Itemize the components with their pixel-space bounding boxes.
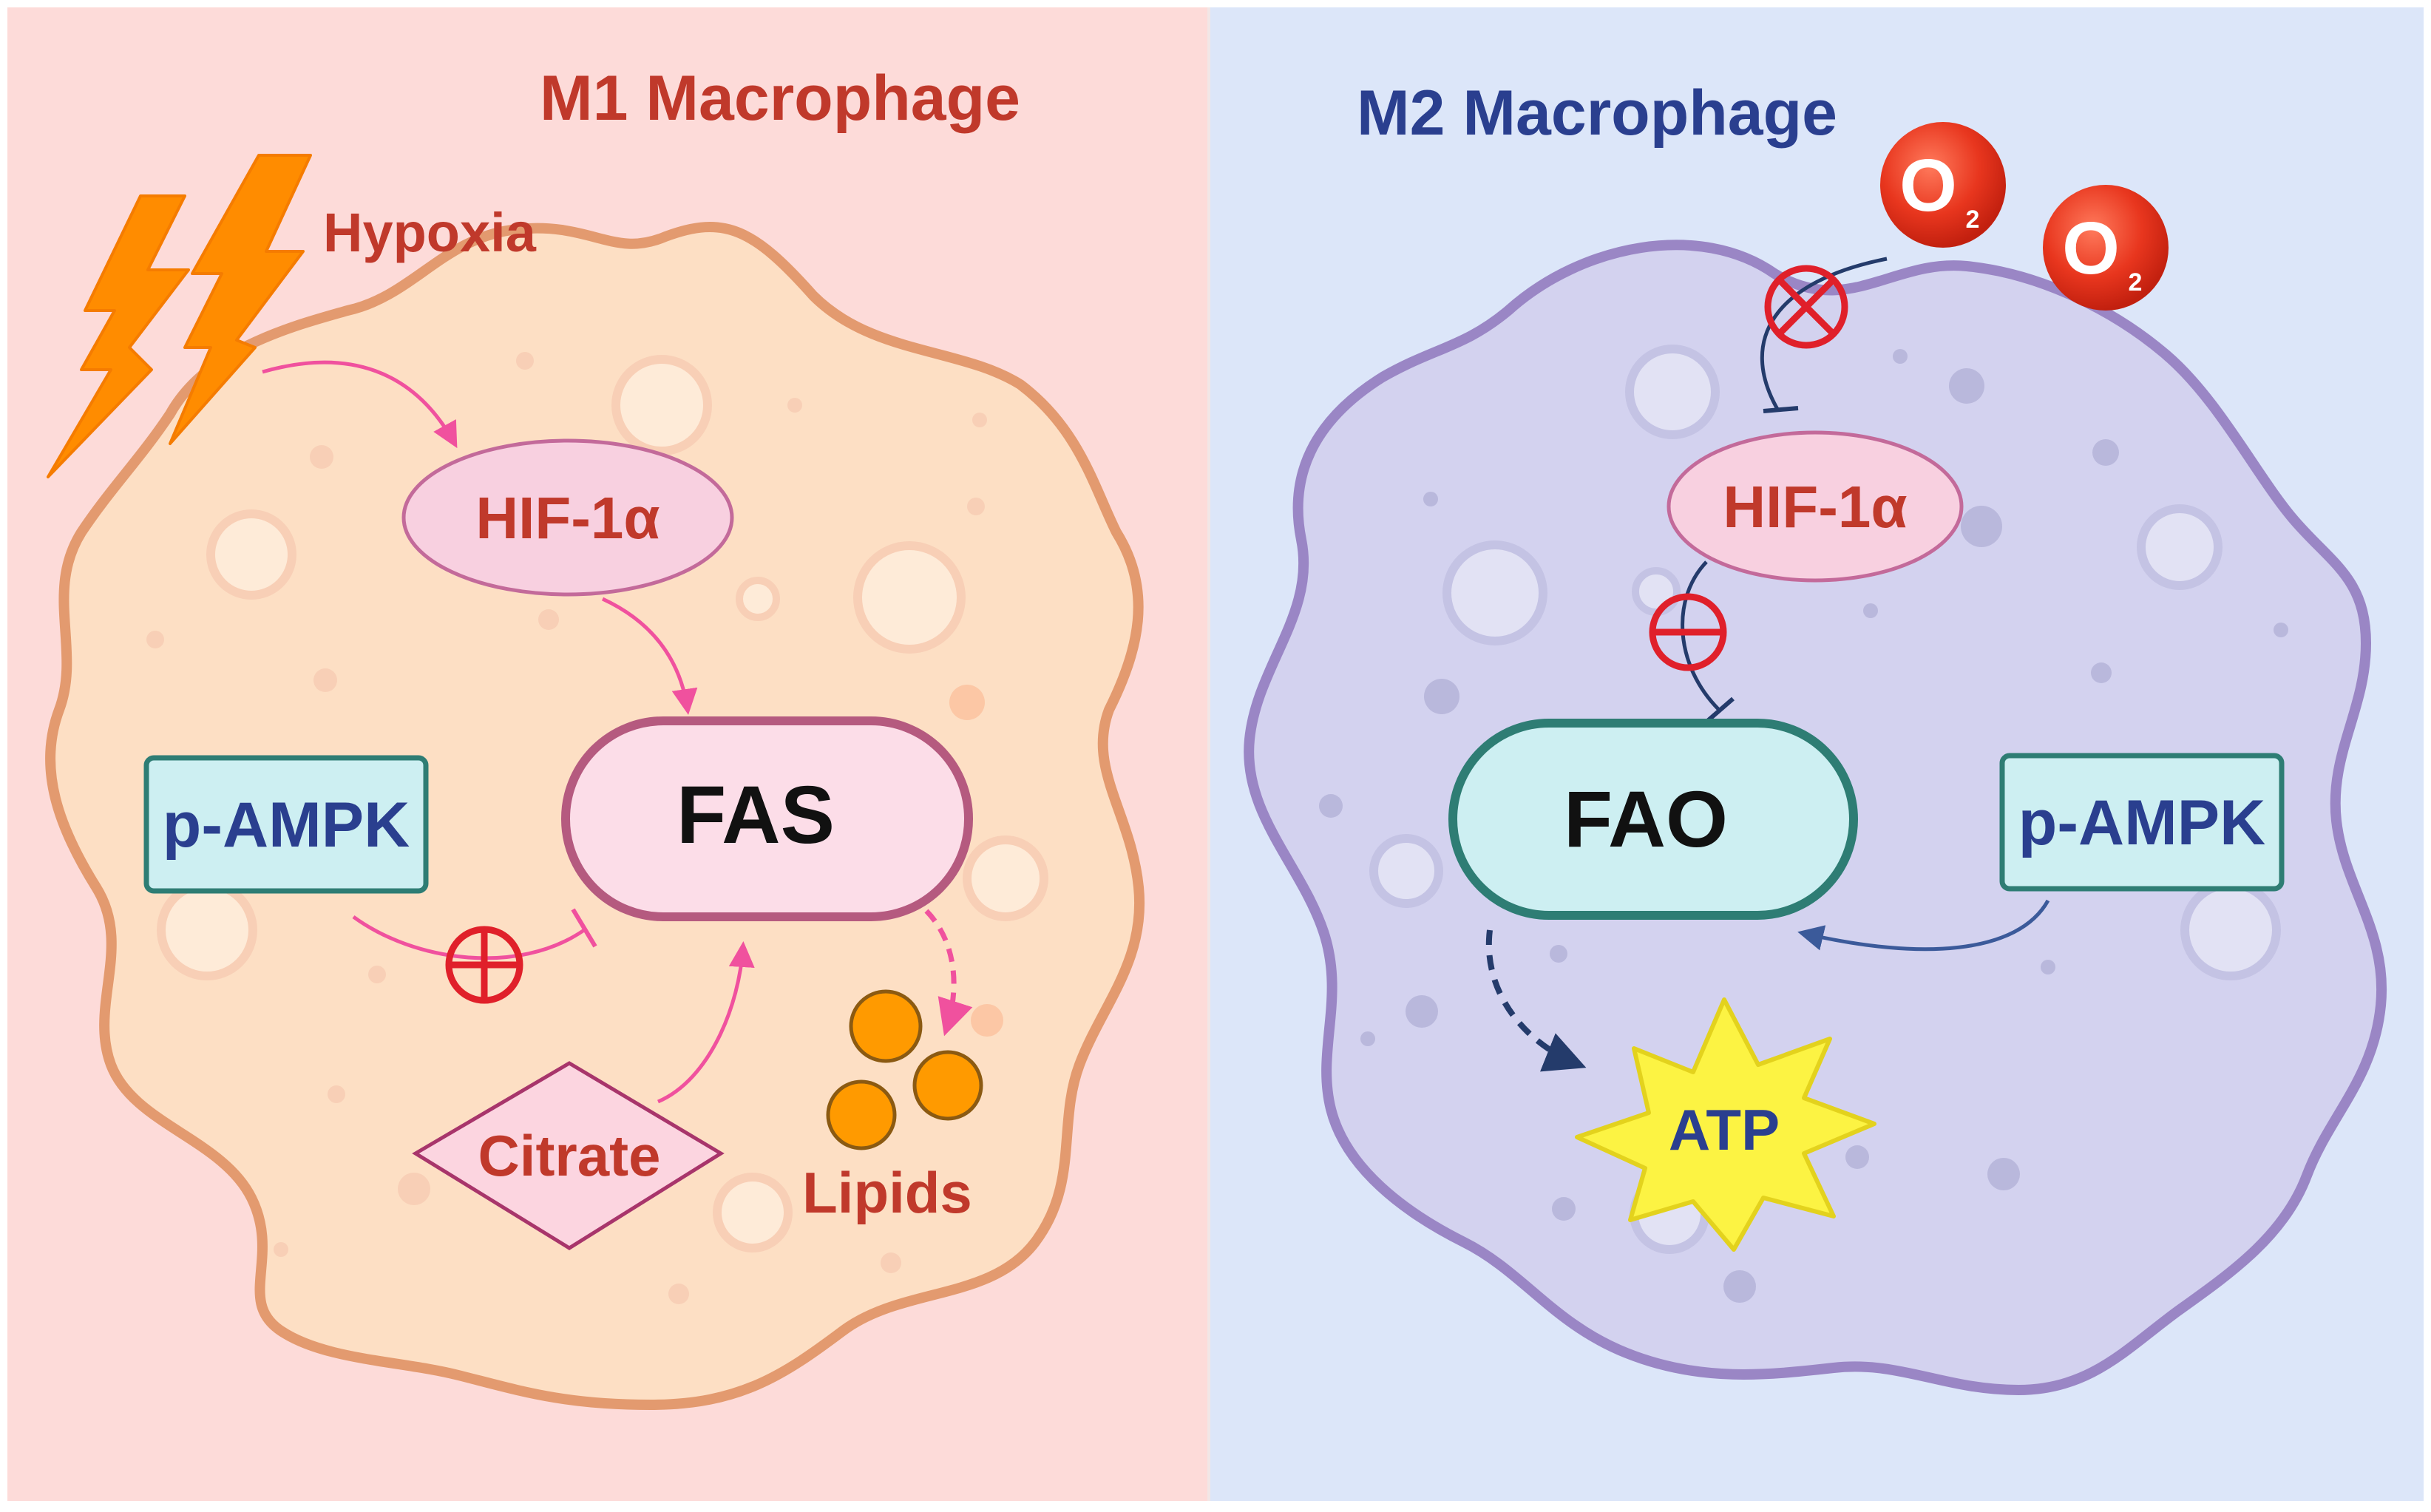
- atp-burst-icon: ATP: [1575, 997, 1876, 1252]
- m1-ampk-label: p-AMPK: [163, 790, 410, 861]
- ampk-inhibits-fas-line: [352, 915, 586, 960]
- m2-vesicles: [1319, 345, 2288, 1303]
- m2-title: M2 Macrophage: [1357, 78, 1837, 149]
- m1-vesicles: [146, 352, 1048, 1304]
- atp-label: ATP: [1669, 1097, 1780, 1162]
- m1-hif-node: HIF-1α: [401, 438, 734, 597]
- fao-to-atp-arrow: [1485, 929, 1587, 1072]
- citrate-label: Citrate: [478, 1123, 660, 1188]
- lightning-icon: [47, 154, 312, 478]
- m2-forbidden-icon: [1764, 265, 1848, 349]
- m1-ampk-node: p-AMPK: [143, 755, 429, 894]
- o2-label-1: O: [1899, 144, 1957, 227]
- m1-title: M1 Macrophage: [540, 63, 1020, 134]
- citrate-to-fas-arrow: [657, 941, 755, 1104]
- fas-node: FAS: [561, 716, 973, 921]
- m2-hif-label: HIF-1α: [1723, 474, 1907, 540]
- o2-inhibits-hif-line: [1760, 257, 1888, 412]
- ampk-to-fao-arrow: [1797, 899, 2050, 952]
- o2-inhibit-bar: [1763, 406, 1799, 413]
- m2-inhibit-icon: [1649, 593, 1727, 671]
- o2-molecule-icon-2: O 2: [2043, 185, 2169, 311]
- fao-label: FAO: [1564, 774, 1728, 864]
- citrate-node: Citrate: [412, 1061, 725, 1250]
- m2-ampk-label: p-AMPK: [2018, 787, 2265, 858]
- o2-label-2: O: [2062, 207, 2120, 290]
- o2-sub-2: 2: [2129, 268, 2143, 296]
- o2-sub-1: 2: [1966, 206, 1980, 234]
- m2-ampk-node: p-AMPK: [1999, 753, 2285, 892]
- o2-molecule-icon-1: O 2: [1880, 122, 2006, 248]
- hypoxia-label: Hypoxia: [323, 202, 537, 263]
- m2-hif-node: HIF-1α: [1667, 430, 1964, 583]
- hypoxia-to-hif-arrow: [262, 360, 458, 449]
- m1-inhibit-icon: [445, 926, 523, 1004]
- fao-node: FAO: [1448, 719, 1858, 920]
- hif-to-fas-arrow: [601, 597, 698, 715]
- lipids-label: Lipids: [802, 1160, 972, 1225]
- lipid-droplets-icon: [826, 989, 983, 1150]
- fas-label: FAS: [677, 770, 835, 861]
- ampk-inhibit-bar: [571, 908, 597, 948]
- m1-hif-label: HIF-1α: [475, 485, 660, 551]
